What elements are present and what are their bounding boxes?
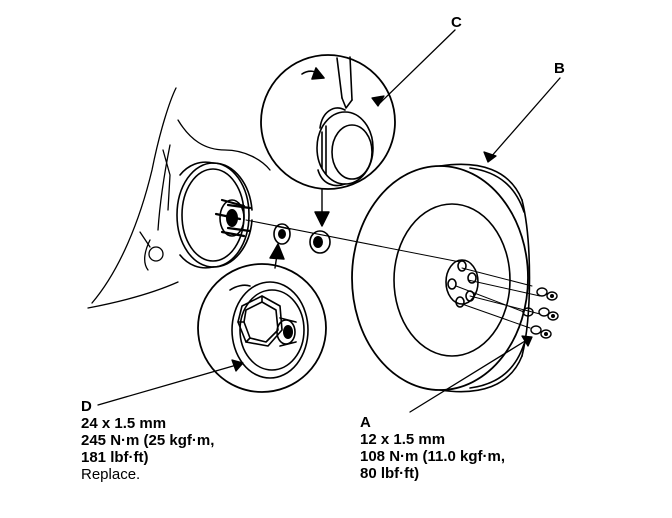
wheel-nuts <box>455 267 559 339</box>
detail-circle-d <box>197 263 327 393</box>
spec-d-torque-imperial: 181 lbf·ft) <box>81 449 149 466</box>
spec-d-size: 24 x 1.5 mm <box>81 415 167 432</box>
hub-cap <box>309 230 331 254</box>
label-c: C <box>451 14 462 31</box>
vehicle-body-outline <box>87 87 271 309</box>
label-a: A <box>360 414 371 431</box>
spindle-nut <box>273 223 291 245</box>
detail-circle-c <box>260 54 396 190</box>
spec-d-note: Replace. <box>81 466 141 483</box>
brake-drum <box>176 161 253 269</box>
label-d: D <box>81 398 92 415</box>
spec-a-block: A 12 x 1.5 mm 108 N·m (11.0 kgf·m, 80 lb… <box>360 414 505 482</box>
spec-d-block: D 24 x 1.5 mm 245 N·m (25 kgf·m, 181 lbf… <box>81 398 214 483</box>
spec-d-torque: 245 N·m (25 kgf·m, <box>81 432 215 449</box>
label-b: B <box>554 60 565 77</box>
spec-a-torque: 108 N·m (11.0 kgf·m, <box>360 448 506 465</box>
leader-lines <box>97 29 561 413</box>
install-arrow-c <box>314 189 330 227</box>
spec-a-size: 12 x 1.5 mm <box>360 431 446 448</box>
spec-a-torque-imperial: 80 lbf·ft) <box>360 465 420 482</box>
